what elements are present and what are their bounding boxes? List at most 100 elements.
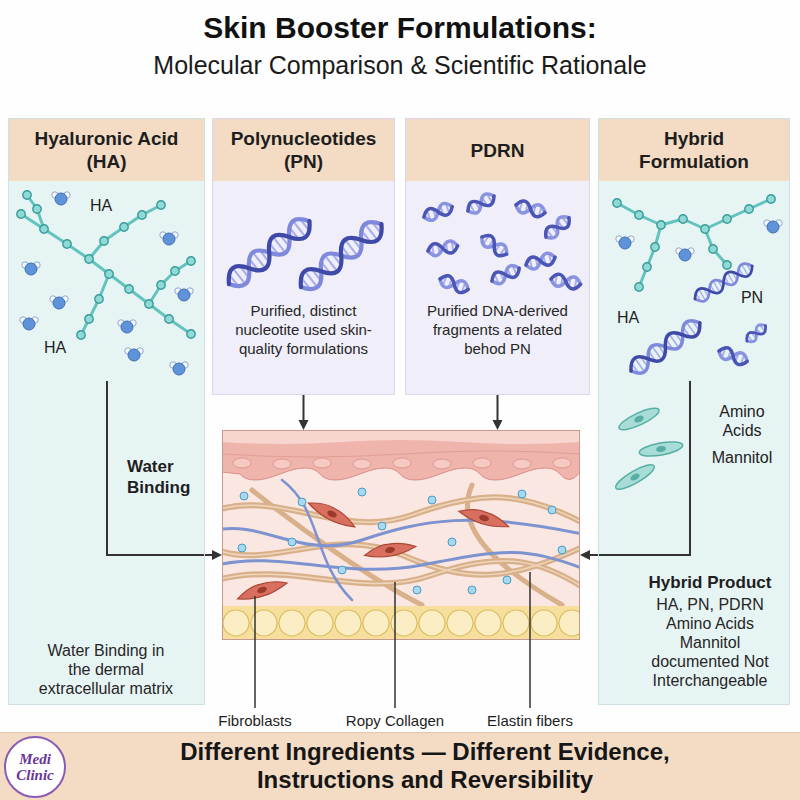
label-slot: Molecular Comparison & Scientific Ration… — [0, 50, 800, 80]
connector — [493, 395, 503, 430]
hyaluronic-acid-illustration-part — [20, 317, 38, 330]
skin-cross-section-part — [503, 576, 511, 584]
skin-cross-section-part — [428, 496, 436, 504]
molecule-label: Mannitol — [704, 448, 780, 467]
diagram-title: Skin Booster Formulations: — [0, 10, 800, 46]
skin-section: FibroblastsRopy CollagenElastin fibers — [222, 430, 580, 736]
hybrid-illustration-part — [635, 211, 643, 219]
hyaluronic-acid-illustration-part — [22, 262, 40, 275]
molecule-label: HA — [612, 308, 644, 327]
skin-cross-section-part — [306, 497, 358, 530]
caption-slot: Different Ingredients — Different Eviden… — [125, 738, 725, 794]
skin-cross-section-part — [282, 480, 352, 600]
pdrn-fragment-illustration-part — [422, 201, 454, 223]
hybrid-illustration-part — [651, 243, 659, 251]
hyaluronic-acid-illustration-part — [171, 267, 179, 275]
hyaluronic-acid-illustration-part — [160, 232, 178, 245]
connector — [580, 550, 598, 560]
skin-cross-section-part — [363, 610, 389, 636]
pdrn-fragment-illustration-part — [524, 251, 556, 270]
hybrid-illustration-part — [744, 322, 769, 345]
label-slot: HA — [612, 308, 644, 327]
label-slot: PN — [736, 288, 768, 307]
skin-cross-section-part — [473, 458, 491, 468]
label-slot: HA — [86, 196, 116, 215]
molecule-label: PN — [736, 288, 768, 307]
ingredient-panel: PDRNPurified DNA-derived fragments a rel… — [405, 118, 590, 395]
arrow-head — [493, 420, 503, 430]
pdrn-fragment-illustration-part — [479, 232, 510, 259]
skin-cross-section-part — [223, 610, 249, 636]
hybrid-illustration-part — [613, 199, 621, 207]
skin-cross-section-part — [298, 498, 306, 506]
hybrid-illustration-part — [764, 220, 782, 233]
hyaluronic-acid-illustration-part — [21, 214, 191, 334]
callout-label: Ropy Collagen — [335, 712, 455, 730]
hybrid-illustration-part — [657, 221, 665, 229]
hyaluronic-acid-illustration-part — [157, 201, 165, 209]
hyaluronic-acid-illustration-part — [23, 191, 31, 199]
skin-cross-section-part — [559, 610, 580, 636]
hybrid-illustration-part — [705, 229, 727, 265]
molecule-label: Amino Acids — [710, 402, 774, 440]
pdrn-fragment-illustration-part — [489, 263, 521, 287]
hybrid-illustration-part — [617, 199, 771, 229]
hybrid-illustration-part — [717, 345, 749, 367]
skin-cross-section-part — [531, 610, 557, 636]
text-slot: Purified DNA-derived fragments a related… — [416, 301, 579, 358]
skin-cross-section-part — [233, 458, 571, 469]
skin-cross-section-part — [238, 544, 246, 552]
callout-label: Elastin fibers — [475, 712, 585, 730]
skin-cross-section-part — [240, 492, 248, 500]
hyaluronic-acid-illustration-part — [52, 192, 70, 205]
hyaluronic-acid-illustration-part — [81, 274, 109, 335]
skin-cross-section-part — [235, 575, 288, 605]
hybrid-illustration-part — [723, 261, 731, 269]
label-slot: Mannitol — [704, 448, 780, 467]
hyaluronic-acid-illustration-part — [17, 210, 25, 218]
hyaluronic-acid-illustration-part — [100, 237, 108, 245]
skin-cross-section-part — [363, 538, 416, 561]
pdrn-fragment-illustration-part — [542, 213, 573, 241]
skin-cross-section-part — [353, 459, 371, 469]
hyaluronic-acid-illustration-part — [107, 381, 204, 555]
hyaluronic-acid-illustration-part — [125, 285, 133, 293]
label-slot: HA — [40, 338, 70, 357]
logo-text: Medi Clinic — [11, 751, 59, 783]
hyaluronic-acid-illustration-part — [85, 255, 93, 263]
skin-cross-section-part — [548, 506, 556, 514]
hyaluronic-acid-illustration-part — [63, 240, 71, 248]
skin-cross-section-part — [468, 485, 562, 605]
skin-cross-section-part — [419, 610, 445, 636]
skin-cross-section-part — [288, 538, 296, 546]
panel-note: Water Binding in the dermal extracellula… — [37, 641, 175, 698]
skin-cross-section-part — [222, 430, 580, 444]
panel-header: Hyaluronic Acid (HA) — [9, 119, 204, 181]
product-list: HA, PN, PDRN Amino Acids Mannitol docume… — [635, 595, 785, 690]
arrow-head — [212, 550, 222, 560]
text-slot: Water Binding — [127, 456, 203, 498]
skin-cross-section-part — [222, 553, 580, 571]
hybrid-illustration-part — [709, 245, 717, 253]
hybrid-illustration-part — [638, 439, 683, 458]
hyaluronic-acid-illustration-part — [105, 270, 113, 278]
title-slot: Skin Booster Formulations: — [0, 10, 800, 46]
skin-cross-section-part — [518, 490, 526, 498]
skin-cross-section-part — [358, 488, 366, 496]
skin-cross-section-part — [553, 458, 571, 468]
arrow-head — [580, 550, 590, 560]
text-slot: Purified, distinct nucleotite used skin-… — [222, 301, 385, 358]
hyaluronic-acid-illustration-part — [120, 223, 128, 231]
skin-cross-section-part — [513, 459, 531, 469]
skin-cross-section-part — [413, 586, 421, 594]
skin-cross-section — [222, 430, 580, 712]
connector — [299, 395, 309, 430]
hybrid-illustration-part — [639, 225, 661, 287]
skin-cross-section-part — [448, 538, 456, 546]
hybrid-illustration-part — [616, 236, 634, 249]
arrow-head — [299, 420, 309, 430]
skin-cross-section-part — [335, 610, 361, 636]
subtitle: Molecular Comparison & Scientific Ration… — [0, 50, 800, 80]
pdrn-fragment-illustration-part — [465, 191, 497, 216]
